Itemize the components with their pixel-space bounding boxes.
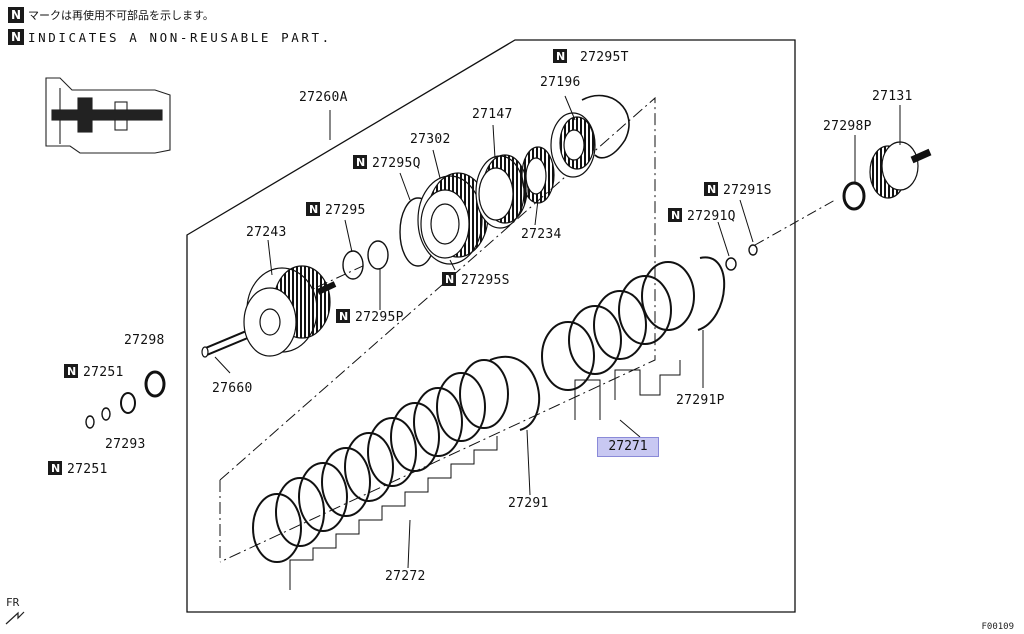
ring-27251-upper <box>101 407 111 421</box>
leader-lines <box>214 95 901 590</box>
part-number-27293: 27293 <box>105 437 146 452</box>
clutch-plates-27272 <box>252 359 509 563</box>
n-badge-27295: N <box>306 202 320 216</box>
legend-en-text: INDICATES A NON-REUSABLE PART. <box>28 29 332 45</box>
part-27147 <box>475 154 528 229</box>
part-number-27251-lower: 27251 <box>67 462 108 477</box>
n-badge-27251-upper: N <box>64 364 78 378</box>
part-number-27196: 27196 <box>540 75 581 90</box>
svg-text:N: N <box>339 310 348 323</box>
ring-27291Q <box>725 257 737 271</box>
part-number-27298: 27298 <box>124 333 165 348</box>
ring-27251-lower <box>85 415 95 429</box>
svg-text:N: N <box>707 183 716 196</box>
part-number-27291: 27291 <box>508 496 549 511</box>
transmission-locator-icon <box>45 77 171 154</box>
svg-text:N: N <box>356 156 365 169</box>
n-badge-27295Q: N <box>353 155 367 169</box>
shaft-centerline <box>754 199 836 246</box>
part-27196 <box>550 112 596 178</box>
legend-en: N INDICATES A NON-REUSABLE PART. <box>8 29 332 45</box>
svg-text:N: N <box>51 462 60 475</box>
part-number-27271-highlighted[interactable]: 27271 <box>597 437 659 457</box>
svg-text:N: N <box>67 365 76 378</box>
front-arrow-icon <box>5 611 25 625</box>
washer-27293 <box>120 392 136 414</box>
part-number-27272: 27272 <box>385 569 426 584</box>
non-reusable-badge: N <box>8 29 24 45</box>
legend-jp: N マークは再使用不可部品を示します。 <box>8 7 214 23</box>
part-number-27295P: 27295P <box>355 310 404 325</box>
snap-ring-27291P <box>697 256 726 331</box>
part-number-27298P: 27298P <box>823 119 872 134</box>
snap-ring-27291 <box>489 356 541 431</box>
ring-27291S <box>748 244 758 256</box>
part-number-27234: 27234 <box>521 227 562 242</box>
gear-27302 <box>417 172 489 265</box>
part-number-27251-upper: 27251 <box>83 365 124 380</box>
gear-27131 <box>869 141 932 199</box>
bearing-27234 <box>521 146 555 204</box>
non-reusable-badge: N <box>8 7 24 23</box>
part-number-27295Q: 27295Q <box>372 156 421 171</box>
n-badge-27295S: N <box>442 272 456 286</box>
washer-27298 <box>144 370 166 398</box>
assembly-outline <box>186 39 796 613</box>
n-badge-27291Q: N <box>668 208 682 222</box>
washer-27298P <box>842 181 866 211</box>
part-number-27291P: 27291P <box>676 393 725 408</box>
snap-ring-27295T <box>581 94 630 159</box>
part-number-27295: 27295 <box>325 203 366 218</box>
part-number-27302: 27302 <box>410 132 451 147</box>
front-label: FR <box>6 596 20 609</box>
part-number-27131: 27131 <box>872 89 913 104</box>
svg-text:N: N <box>671 209 680 222</box>
svg-text:N: N <box>445 273 454 286</box>
n-badge-27251-lower: N <box>48 461 62 475</box>
n-badge-27295T: N <box>553 49 567 63</box>
svg-text:N: N <box>556 50 565 63</box>
legend-jp-text: マークは再使用不可部品を示します。 <box>28 9 214 22</box>
part-number-27243: 27243 <box>246 225 287 240</box>
n-badge-27295P: N <box>336 309 350 323</box>
drum-27243 <box>201 265 337 358</box>
figure-code: F00109 <box>981 622 1014 632</box>
clutch-pack-dashed-box <box>219 96 656 563</box>
seal-ring-27295 <box>342 250 364 280</box>
part-number-27260A: 27260A <box>299 90 348 105</box>
part-number-27660: 27660 <box>212 381 253 396</box>
clutch-plates-27271 <box>541 261 695 391</box>
part-number-27147: 27147 <box>472 107 513 122</box>
part-number-27291S: 27291S <box>723 183 772 198</box>
n-badge-27291S: N <box>704 182 718 196</box>
seal-ring-27295P <box>367 240 389 270</box>
part-number-27291Q: 27291Q <box>687 209 736 224</box>
svg-text:N: N <box>309 203 318 216</box>
part-number-27295S: 27295S <box>461 273 510 288</box>
part-number-27295T: 27295T <box>580 50 629 65</box>
